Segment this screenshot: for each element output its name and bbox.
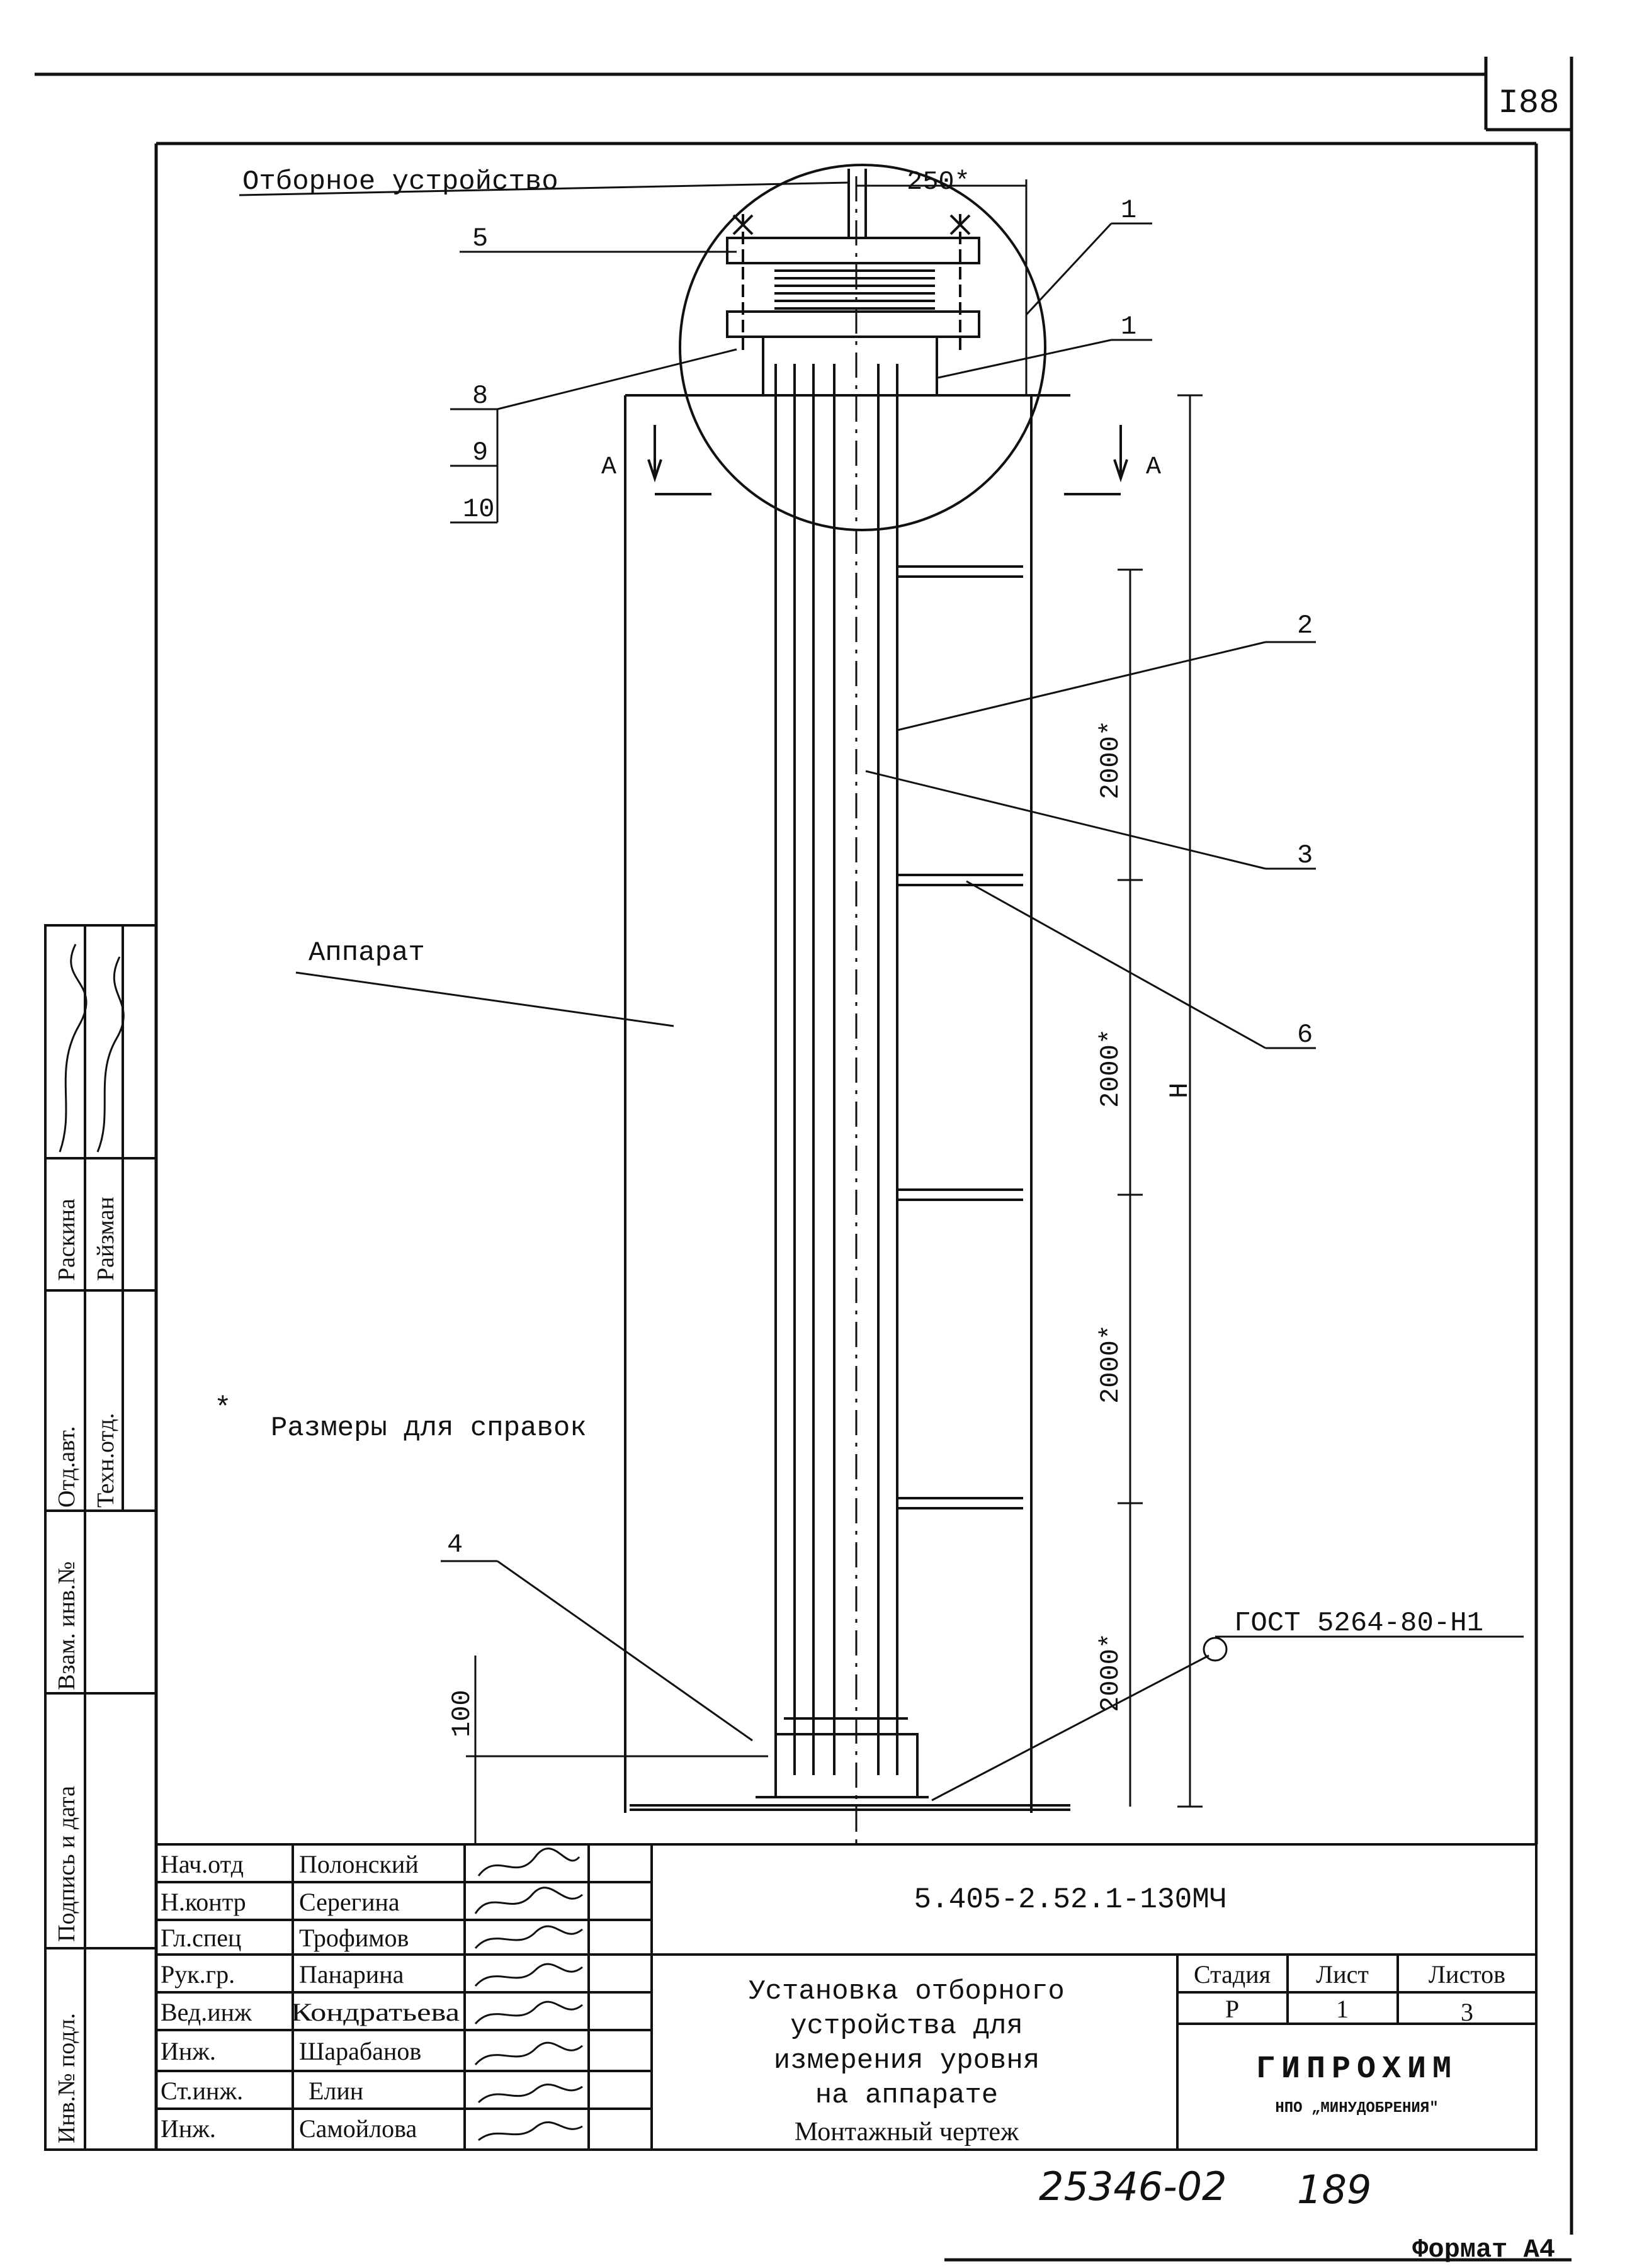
position-2: 2 bbox=[1297, 611, 1313, 641]
role-1: Н.контр bbox=[161, 1888, 246, 1916]
position-1b: 1 bbox=[1121, 312, 1136, 342]
sheets-value: 3 bbox=[1461, 1998, 1473, 2026]
page-number: I88 bbox=[1498, 84, 1559, 123]
handwritten-number: 25346-02 bbox=[1039, 2164, 1227, 2209]
role-7: Инж. bbox=[161, 2114, 216, 2143]
callout-sampling-device: Отборное устройство bbox=[242, 166, 558, 198]
title-block-signatures bbox=[474, 1848, 583, 2141]
document-code: 5.405-2.52.1-130МЧ bbox=[914, 1883, 1227, 1916]
stamp-vzam-inv: Взам. инв.№ bbox=[54, 1561, 80, 1690]
stamp-podpis-data: Подпись и дата bbox=[54, 1786, 80, 1942]
dimension-100: 100 bbox=[447, 1690, 477, 1737]
apparatus-label: Аппарат bbox=[309, 937, 425, 969]
sheet-value: 1 bbox=[1336, 1995, 1349, 2023]
col-sheet: Лист bbox=[1316, 1960, 1369, 1989]
position-3: 3 bbox=[1297, 840, 1313, 871]
position-1a: 1 bbox=[1121, 195, 1136, 225]
position-9: 9 bbox=[472, 437, 488, 468]
stamp-inv-podl: Инв.№ подл. bbox=[54, 2013, 80, 2143]
stamp-signatures bbox=[59, 944, 125, 1153]
apparatus-column bbox=[624, 176, 1070, 1844]
role-5: Инж. bbox=[161, 2037, 216, 2065]
stamp-tekh-otd: Техн.отд. bbox=[93, 1413, 119, 1508]
stamp-name-raizman: Райзман bbox=[93, 1197, 119, 1281]
height-label: Н bbox=[1165, 1083, 1195, 1098]
position-4: 4 bbox=[447, 1530, 463, 1560]
name-6: Елин bbox=[309, 2077, 363, 2105]
leader-lines bbox=[239, 181, 1524, 1802]
stamp-otd-avt: Отд.авт. bbox=[54, 1426, 80, 1508]
title-line-3: измерения уровня bbox=[774, 2045, 1039, 2077]
org-name: ГИПРОХИМ bbox=[1256, 2051, 1458, 2087]
title-line-2: устройства для bbox=[790, 2011, 1023, 2042]
section-mark-left: А bbox=[601, 453, 616, 482]
position-10: 10 bbox=[463, 494, 494, 524]
name-2: Трофимов bbox=[299, 1924, 409, 1952]
role-4: Вед.инж bbox=[161, 1998, 252, 2026]
title-block bbox=[155, 1843, 1538, 2151]
reference-note: Размеры для справок bbox=[271, 1413, 587, 1444]
col-sheets: Листов bbox=[1429, 1960, 1505, 1989]
name-7: Самойлова bbox=[299, 2114, 417, 2143]
sampling-device-detail bbox=[679, 164, 1046, 531]
spacing-label-1: 2000* bbox=[1096, 720, 1126, 799]
name-5: Шарабанов bbox=[299, 2037, 421, 2065]
name-1: Серегина bbox=[299, 1888, 400, 1916]
dimension-250: 250* bbox=[907, 167, 970, 197]
name-4: Кондратьева bbox=[291, 1998, 460, 2026]
title-line-4: на аппарате bbox=[815, 2080, 998, 2111]
role-3: Рук.гр. bbox=[161, 1960, 235, 1989]
stamp-name-raskina: Раскина bbox=[54, 1199, 80, 1281]
name-0: Полонский bbox=[299, 1850, 419, 1878]
role-0: Нач.отд bbox=[161, 1850, 244, 1878]
stage-value: Р bbox=[1225, 1995, 1239, 2023]
section-marks bbox=[647, 425, 1128, 495]
section-mark-right: А bbox=[1146, 453, 1161, 482]
weld-standard: ГОСТ 5264-80-Н1 bbox=[1234, 1608, 1483, 1639]
side-stamp bbox=[44, 924, 157, 2151]
format-label: Формат А4 bbox=[1412, 2235, 1555, 2265]
handwritten-page: 189 bbox=[1297, 2167, 1371, 2213]
position-5: 5 bbox=[472, 223, 488, 254]
role-2: Гл.спец bbox=[161, 1924, 241, 1952]
title-line-1: Установка отборного bbox=[749, 1976, 1065, 2007]
spacing-label-4: 2000* bbox=[1096, 1633, 1126, 1712]
position-8: 8 bbox=[472, 381, 488, 411]
org-sub: НПО „МИНУДОБРЕНИЯ" bbox=[1275, 2100, 1438, 2117]
sheet-frame bbox=[35, 57, 1573, 2262]
name-3: Панарина bbox=[299, 1960, 404, 1989]
spacing-label-2: 2000* bbox=[1096, 1029, 1126, 1108]
spacing-label-3: 2000* bbox=[1096, 1324, 1126, 1404]
reference-mark: * bbox=[214, 1392, 232, 1425]
role-6: Ст.инж. bbox=[161, 2077, 243, 2105]
title-subtitle: Монтажный чертеж bbox=[795, 2118, 1019, 2147]
position-6: 6 bbox=[1297, 1020, 1313, 1050]
col-stage: Стадия bbox=[1194, 1960, 1271, 1989]
